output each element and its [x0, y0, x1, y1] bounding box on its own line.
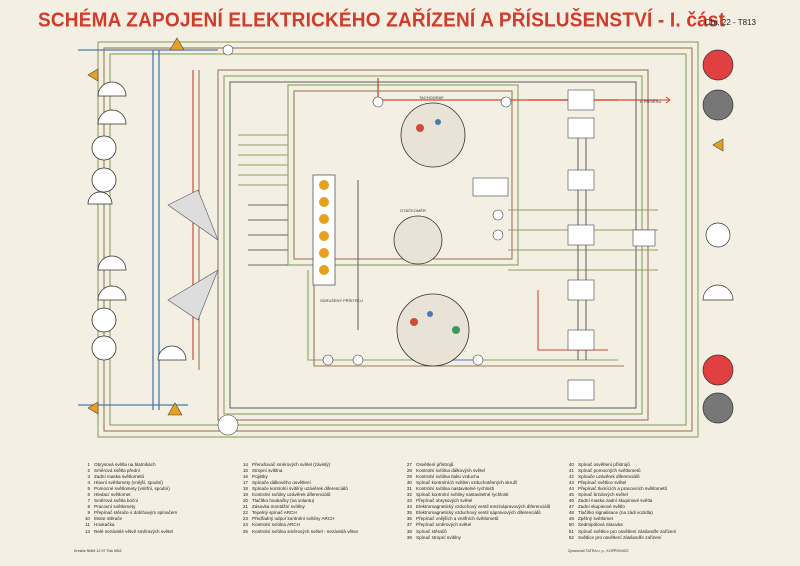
arrow-right-icon [656, 96, 671, 104]
figure-reference: Obr. 22 - T813 [704, 18, 756, 27]
speedometer-label: OTÁČKOMĚR [400, 208, 426, 213]
wire-harness [78, 41, 699, 438]
diagram-title: SCHÉMA ZAPOJENÍ ELEKTRICKÉHO ZAŘÍZENÍ A … [38, 9, 726, 32]
switch-blocks [472, 89, 656, 401]
tachograph-label: TACHOGRAF [419, 95, 444, 100]
trailer-arrow-label: K PŘÍVĚSU [640, 99, 661, 104]
wiper-sweeps [167, 189, 219, 321]
front-lamps [87, 81, 187, 361]
combined-instrument: SDRUŽENÝ PŘÍSTROJ [320, 293, 470, 367]
footer-left-note: Kreslilo NMM 12-97 Tisk MNZ [74, 549, 122, 553]
side-marker-lamps [87, 37, 724, 416]
wiring-diagram: TACHOGRAF OTÁČKOMĚR SDRUŽENÝ PŘÍSTROJ K … [78, 37, 734, 438]
combined-meter-label: SDRUŽENÝ PŘÍSTROJ [320, 298, 363, 303]
rear-lamps [702, 49, 734, 424]
indicator-lamps [217, 44, 512, 436]
footer-right-note: Zpracovali TATRA n. p., KOPŘIVNICE [568, 549, 629, 553]
tachograph-gauge: TACHOGRAF [400, 95, 466, 168]
fuse-box [312, 174, 336, 286]
speedometer-gauge: OTÁČKOMĚR [393, 208, 443, 265]
